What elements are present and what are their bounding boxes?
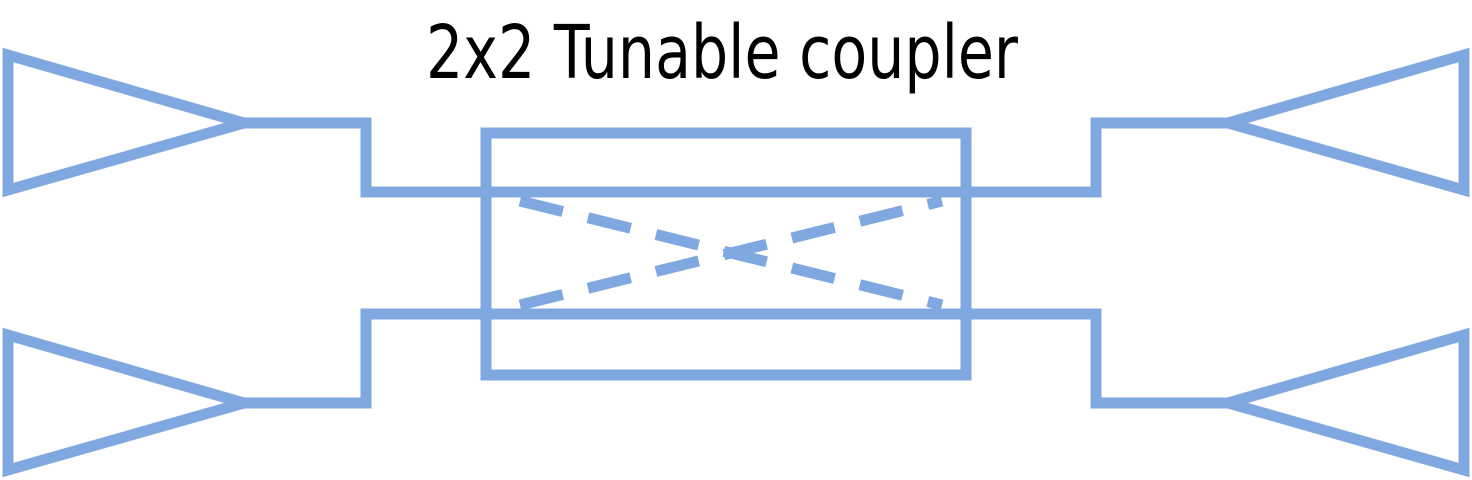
waveguide-top-right [966,117,1228,198]
diagram-title: 2x2 Tunable coupler [426,10,1018,96]
grating-coupler-bottom-right [1207,327,1470,478]
waveguide-bottom-right [966,308,1228,409]
waveguide-bottom-left [244,308,488,409]
tunable-coupler-box [480,127,972,381]
waveguide-top-left [244,117,488,198]
grating-coupler-top-left [2,47,265,198]
grating-coupler-top-right [1207,47,1470,198]
waveguide-strokes [2,47,1470,478]
grating-coupler-bottom-left [2,327,265,478]
crossing-path-up [518,195,944,311]
